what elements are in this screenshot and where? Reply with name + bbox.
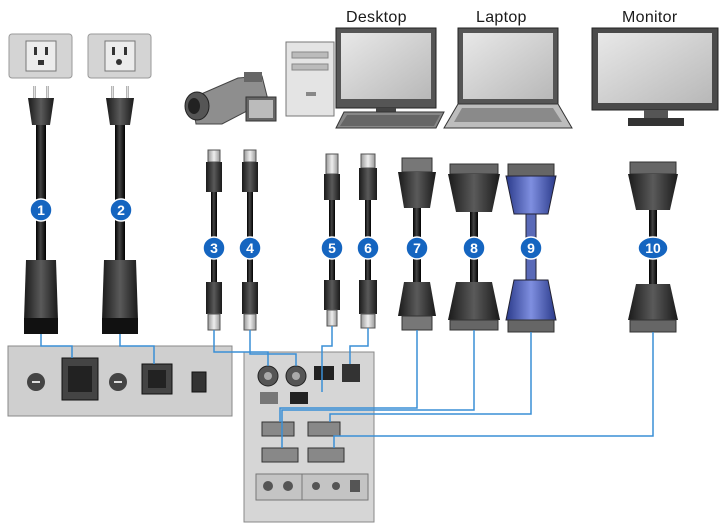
cable-number-text: 5: [328, 240, 336, 256]
power-cable-2: [102, 86, 138, 334]
laptop-label: Laptop: [476, 9, 527, 26]
wall-outlet-right: [87, 33, 152, 79]
cable-number-badge: 8: [462, 236, 486, 260]
cable-number-text: 10: [645, 240, 661, 256]
cable-number-badge: 1: [29, 198, 53, 222]
laptop-computer: [443, 27, 573, 129]
cable-number-badge: 10: [637, 236, 669, 260]
cable-number-badge: 4: [238, 236, 262, 260]
cable-number-text: 2: [117, 202, 125, 218]
cable-number-text: 4: [246, 240, 254, 256]
cable-number-badge: 2: [109, 198, 133, 222]
connection-wires: [40, 326, 654, 448]
monitor-label: Monitor: [622, 9, 678, 26]
desktop-label: Desktop: [346, 9, 407, 26]
monitor-device: [591, 27, 719, 126]
number-badges: 1 2 3 4 5 6 7 8 9 10: [29, 198, 669, 260]
io-connector-panel: [243, 351, 375, 523]
power-cable-1: [24, 86, 58, 334]
cable-number-text: 3: [210, 240, 218, 256]
cable-number-badge: 5: [320, 236, 344, 260]
power-input-panel: [7, 345, 233, 417]
cable-number-text: 8: [470, 240, 478, 256]
vga-cable-9: [505, 163, 557, 333]
cable-number-badge: 6: [356, 236, 380, 260]
camcorder-device: [184, 72, 277, 125]
cable-number-badge: 9: [519, 236, 543, 260]
cable-number-text: 7: [413, 240, 421, 256]
cable-number-badge: 7: [405, 236, 429, 260]
cable-number-text: 9: [527, 240, 535, 256]
cable-number-text: 1: [37, 202, 45, 218]
desktop-computer: [285, 27, 445, 129]
cable-number-badge: 3: [202, 236, 226, 260]
cable-number-text: 6: [364, 240, 372, 256]
wall-outlet-left: [8, 33, 73, 79]
